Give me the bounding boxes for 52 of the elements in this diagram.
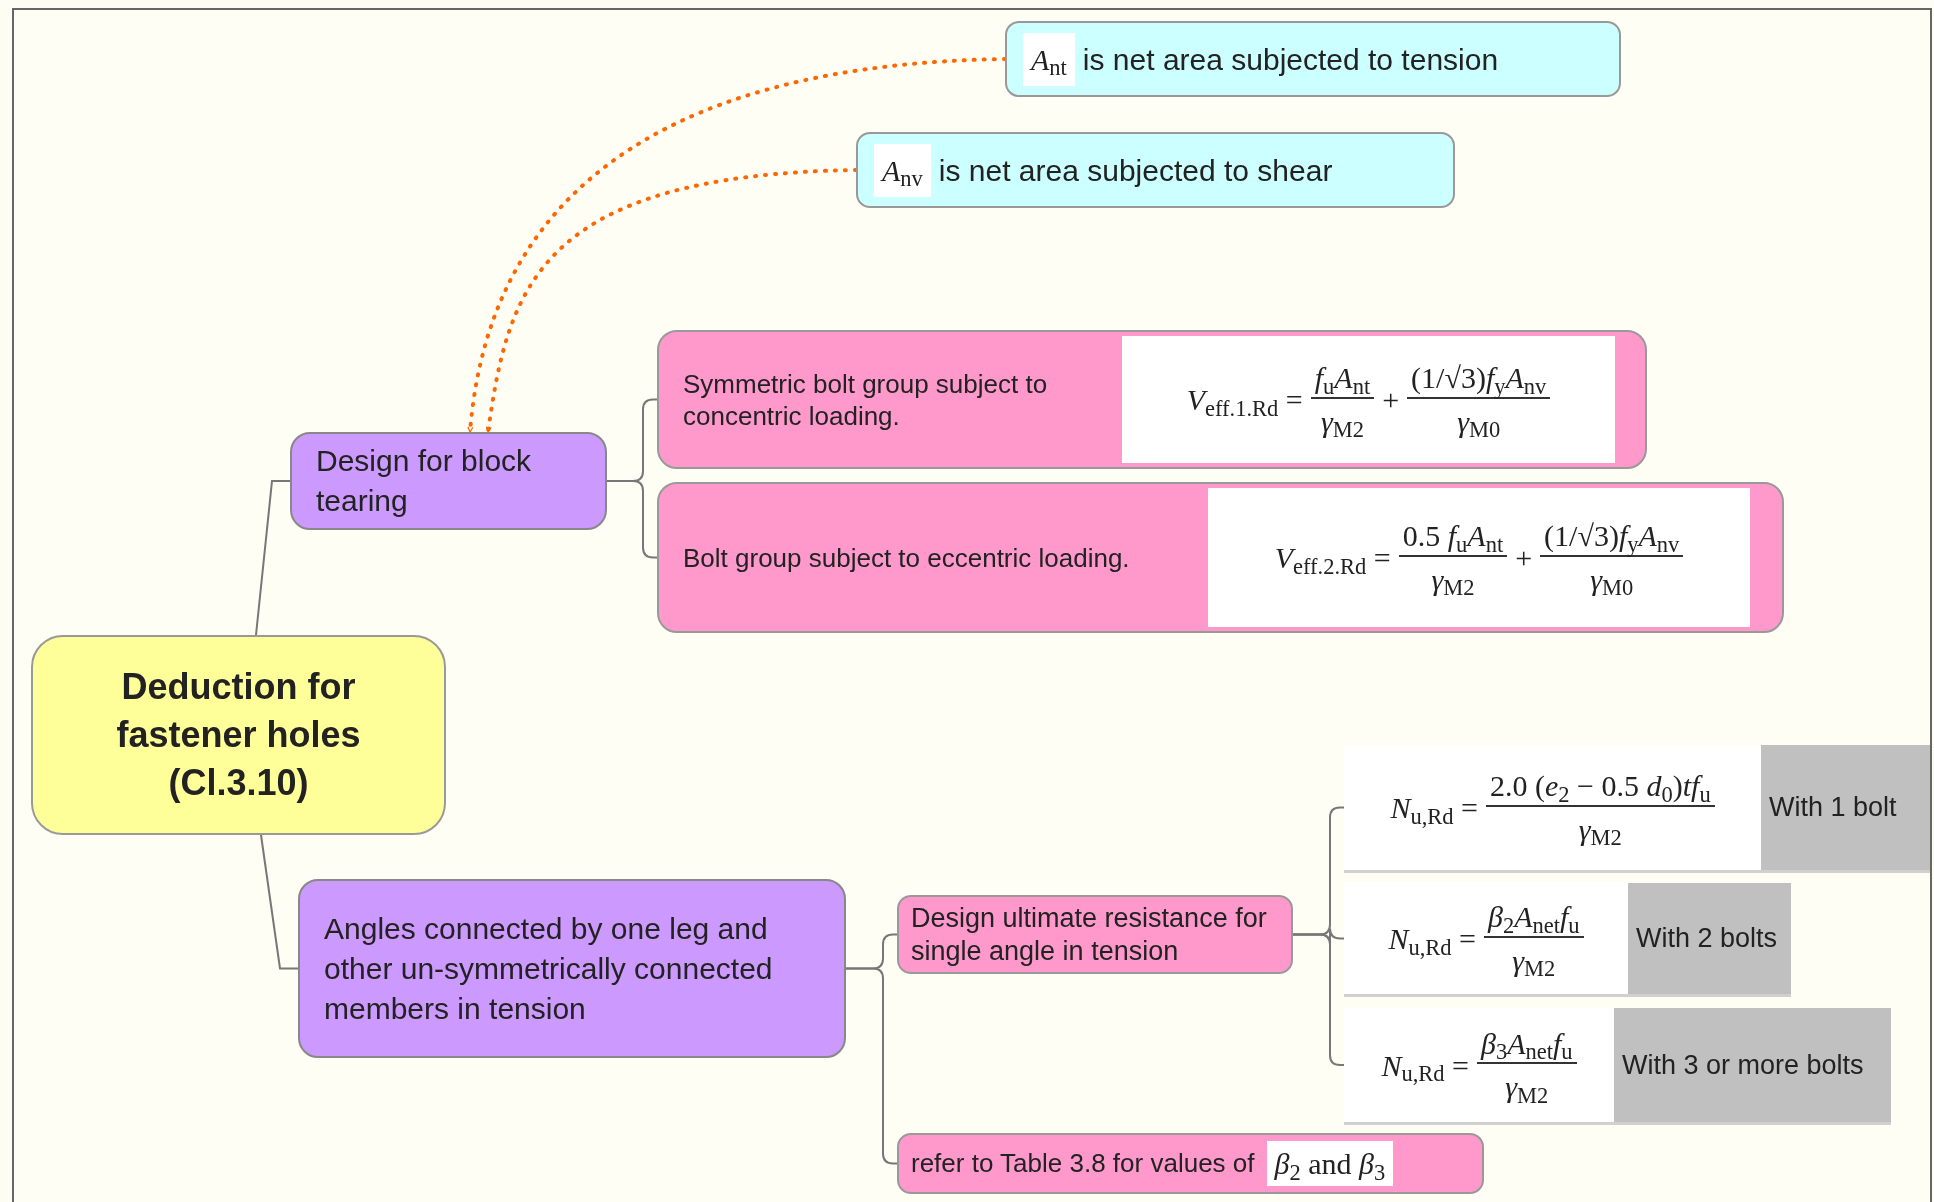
note-box [1005, 21, 1621, 97]
math-text: N$_{u,Rd}$ = [1389, 790, 1479, 830]
dotted-arrow [485, 168, 858, 434]
formula-box [1344, 745, 1930, 870]
case-text: With 2 bolts [1636, 922, 1778, 956]
formula-box [1344, 883, 1791, 994]
formula-box [1344, 1008, 1891, 1122]
fraction-denominator: γ$_{M0}$ [1457, 403, 1501, 440]
note-box [897, 1133, 1484, 1194]
topic-box [298, 879, 846, 1058]
note-box [856, 132, 1455, 208]
topic-text: Design for block tearing [316, 443, 533, 519]
fraction-denominator: γ$_{M2}$ [1512, 942, 1556, 979]
description-text: Symmetric bolt group subject to concentric loading. [683, 367, 1049, 432]
formula-box [657, 482, 1784, 633]
fraction-numerator: (1/√3)f$_{y}$A$_{nv}$ [1540, 517, 1684, 557]
fraction-numerator: 2.0 (e$_{2}$ − 0.5 d$_{0}$)tf$_{u}$ [1485, 767, 1715, 807]
subtopic-box [897, 895, 1293, 974]
case-text: With 3 or more bolts [1622, 1048, 1864, 1082]
fraction-numerator: 0.5 f$_{u}$A$_{nt}$ [1398, 517, 1508, 557]
description-text: Bolt group subject to eccentric loading. [683, 541, 1130, 574]
fraction-denominator: γ$_{M2}$ [1320, 403, 1364, 440]
math-symbol: A$_{nt}$ [1023, 32, 1075, 86]
case-text: With 1 bolt [1769, 791, 1897, 825]
math-text: β$_{2}$ and β$_{3}$ [1266, 1141, 1394, 1186]
fraction-numerator: β$_{2}$A$_{net}$f$_{u}$ [1483, 898, 1584, 938]
fraction-numerator: f$_{u}$A$_{nt}$ [1310, 359, 1375, 399]
note-text: is net area subjected to tension [1082, 41, 1499, 78]
dotted-arrow [467, 57, 1007, 434]
math-text: + [1381, 382, 1401, 418]
central-topic-text: Deduction for fastener holes (Cl.3.10) [115, 665, 362, 805]
fraction-denominator: γ$_{M2}$ [1431, 561, 1475, 598]
math-text: N$_{u,Rd}$ = [1380, 1047, 1470, 1088]
math-text: V$_{eff.1.Rd}$ = [1185, 382, 1304, 422]
math-symbol: A$_{nv}$ [874, 143, 931, 197]
fraction-denominator: γ$_{M2}$ [1578, 811, 1622, 848]
fraction-numerator: β$_{3}$A$_{net}$f$_{u}$ [1476, 1024, 1577, 1064]
central-topic-box [31, 635, 446, 835]
fraction-denominator: γ$_{M0}$ [1590, 561, 1634, 598]
subtopic-text: Design ultimate resistance for single angle in tension [911, 901, 1268, 968]
math-text: + [1514, 540, 1534, 576]
topic-box [290, 432, 607, 530]
note-text: is net area subjected to shear [938, 152, 1333, 189]
fraction-denominator: γ$_{M2}$ [1505, 1069, 1549, 1106]
connector-line [260, 834, 299, 970]
topic-text: Angles connected by one leg and other un-symmetrically connected members in tension [324, 910, 774, 1027]
math-text: N$_{u,Rd}$ = [1387, 921, 1477, 961]
note-text: refer to Table 3.8 for values of [911, 1147, 1255, 1180]
formula-box [657, 330, 1647, 469]
connector-line [255, 480, 291, 636]
fraction-numerator: (1/√3)f$_{y}$A$_{nv}$ [1407, 359, 1551, 399]
math-text: V$_{eff.2.Rd}$ = [1273, 540, 1392, 580]
